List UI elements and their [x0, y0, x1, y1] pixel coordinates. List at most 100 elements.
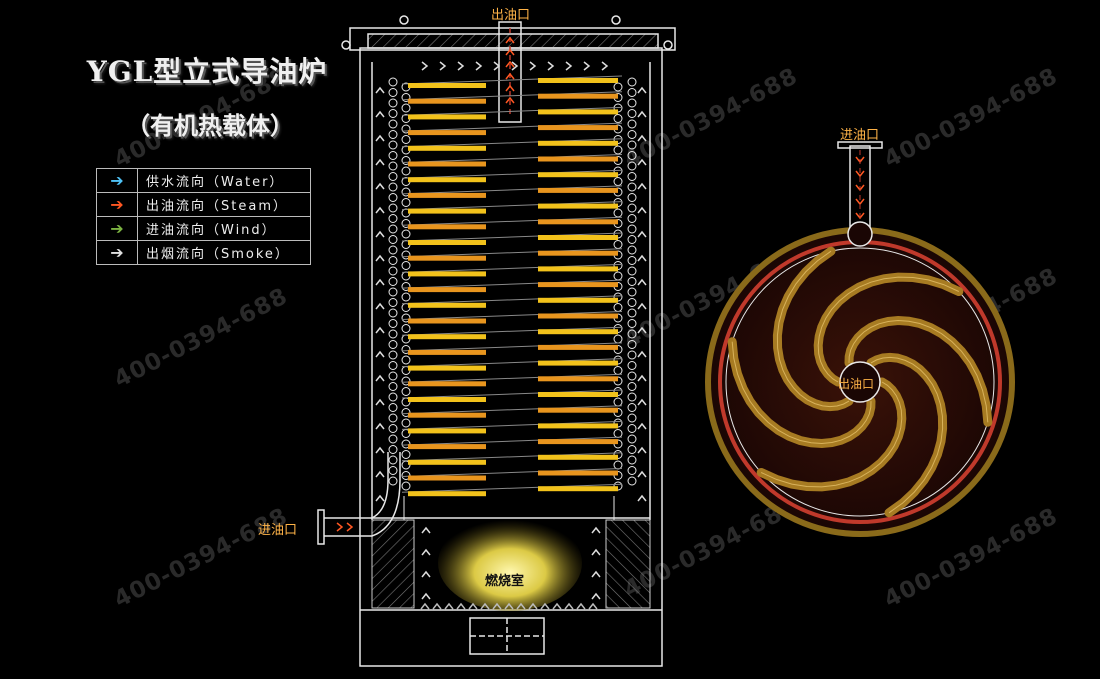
coil-tube-circle	[388, 203, 398, 213]
coil-tube-circle	[627, 287, 637, 297]
coil-bank	[388, 75, 637, 497]
coil-tube-highlight	[408, 192, 486, 198]
flow-arrow	[468, 602, 478, 610]
flow-arrow	[591, 548, 601, 556]
coil-tube-circle	[627, 77, 637, 87]
coil-tube-highlight	[408, 444, 486, 450]
combustion-chamber	[371, 496, 651, 611]
coil-tube-circle	[388, 319, 398, 328]
coil-tube	[401, 342, 623, 352]
coil-tube-highlight	[408, 428, 486, 434]
flow-arrow	[375, 302, 385, 310]
coil-tube-circle	[627, 350, 637, 360]
coil-tube-highlight	[408, 334, 486, 340]
flow-arrow	[475, 61, 483, 71]
coil-tube	[401, 248, 623, 258]
coil-tube-circle	[401, 135, 411, 144]
coil-tube-circle	[388, 466, 398, 475]
diagram-subtitle: （有机热载体）	[126, 111, 294, 140]
coil-tube-circle	[388, 361, 398, 370]
coil-tube	[401, 373, 623, 383]
coil-tube-highlight	[538, 486, 618, 492]
flow-arrow	[375, 494, 385, 502]
flow-arrow	[565, 61, 573, 71]
coil-tube-circle	[627, 182, 637, 192]
coil-tube-highlight	[408, 98, 486, 104]
center-hub	[839, 361, 881, 403]
coil-tube-circle	[401, 450, 411, 459]
coil-tube-circle	[627, 88, 637, 97]
coil-tube-circle	[613, 177, 623, 186]
coil-tube-highlight	[538, 250, 618, 256]
coil-tube-circle	[388, 109, 398, 118]
flow-arrow	[637, 494, 647, 502]
coil-tube-circle	[627, 361, 637, 370]
coil-tube-circle	[388, 151, 398, 160]
coil-tube-highlight	[408, 412, 486, 418]
coil-tube-circle	[627, 140, 637, 150]
coil-tube-highlight	[538, 203, 618, 209]
side-inlet-pipe	[317, 452, 401, 545]
flow-arrow	[504, 602, 514, 610]
coil-tube-highlight	[408, 255, 486, 261]
flame-glow	[438, 515, 582, 611]
coil-tube-highlight	[538, 423, 618, 429]
coil-tube-circle	[388, 182, 398, 192]
flow-arrow	[637, 374, 647, 382]
coil-outlet-label: 出油口	[838, 377, 875, 391]
coil-tube-circle	[388, 193, 398, 202]
coil-tube	[401, 295, 623, 305]
coil-tube-circle	[627, 476, 637, 486]
coil-tube-circle	[627, 151, 637, 160]
flow-arrow	[637, 110, 647, 118]
coil-tube-highlight	[408, 381, 486, 387]
coil-tube-circle	[627, 403, 637, 412]
flow-arrow	[444, 602, 454, 610]
coil-tube-circle	[401, 481, 411, 491]
coil-tube-circle	[401, 282, 411, 291]
flow-arrow	[588, 602, 598, 610]
coil-tube-circle	[613, 240, 623, 249]
coil-tube-circle	[627, 277, 637, 286]
coil-tube-circle	[627, 245, 637, 255]
coil-tube-circle	[613, 429, 623, 438]
flow-legend: ➔ 供水流向（Water） ➔ 出油流向（Steam） ➔ 进油流向（Wind）…	[96, 168, 311, 265]
coil-tube-circle	[627, 340, 637, 349]
coil-tube-circle	[388, 140, 398, 150]
coil-tube-circle	[388, 340, 398, 349]
flow-arrow	[591, 526, 601, 534]
flow-arrow	[375, 446, 385, 454]
coil-tube-circle	[627, 445, 637, 454]
coil-tube-highlight	[408, 240, 486, 245]
coil-tube-circle	[401, 124, 411, 134]
flow-arrow	[516, 602, 526, 610]
coil-tube-circle	[627, 455, 637, 465]
coil-tube-circle	[401, 93, 411, 102]
coil-tube-circle	[388, 266, 398, 276]
flow-arrow	[637, 350, 647, 358]
coil-tube-circle	[388, 88, 398, 97]
coil-tube-circle	[388, 455, 398, 465]
flow-arrow	[421, 61, 429, 71]
coil-tube-circle	[613, 334, 623, 344]
flow-arrow	[375, 326, 385, 334]
coil-tube-highlight	[408, 491, 486, 497]
coil-tube-circle	[401, 355, 411, 365]
flow-arrow	[421, 592, 431, 600]
coil-tube-circle	[388, 256, 398, 265]
coil-tube-circle	[627, 119, 637, 129]
coil-tube-highlight	[408, 318, 486, 324]
coil-tube-circle	[627, 329, 637, 339]
coil-tube-circle	[401, 166, 411, 176]
coil-tube-circle	[627, 172, 637, 181]
coil-tube-highlight	[538, 235, 618, 240]
coil-tube-circle	[388, 382, 398, 391]
flow-arrow	[637, 230, 647, 238]
coil-tube-circle	[613, 366, 623, 375]
coil-tube-circle	[627, 424, 637, 433]
coil-tube-circle	[388, 77, 398, 87]
flow-arrow	[375, 134, 385, 142]
combustion-chamber-label: 燃烧室	[485, 574, 525, 589]
flow-arrow	[583, 61, 591, 71]
coil-tube-highlight	[538, 172, 618, 178]
